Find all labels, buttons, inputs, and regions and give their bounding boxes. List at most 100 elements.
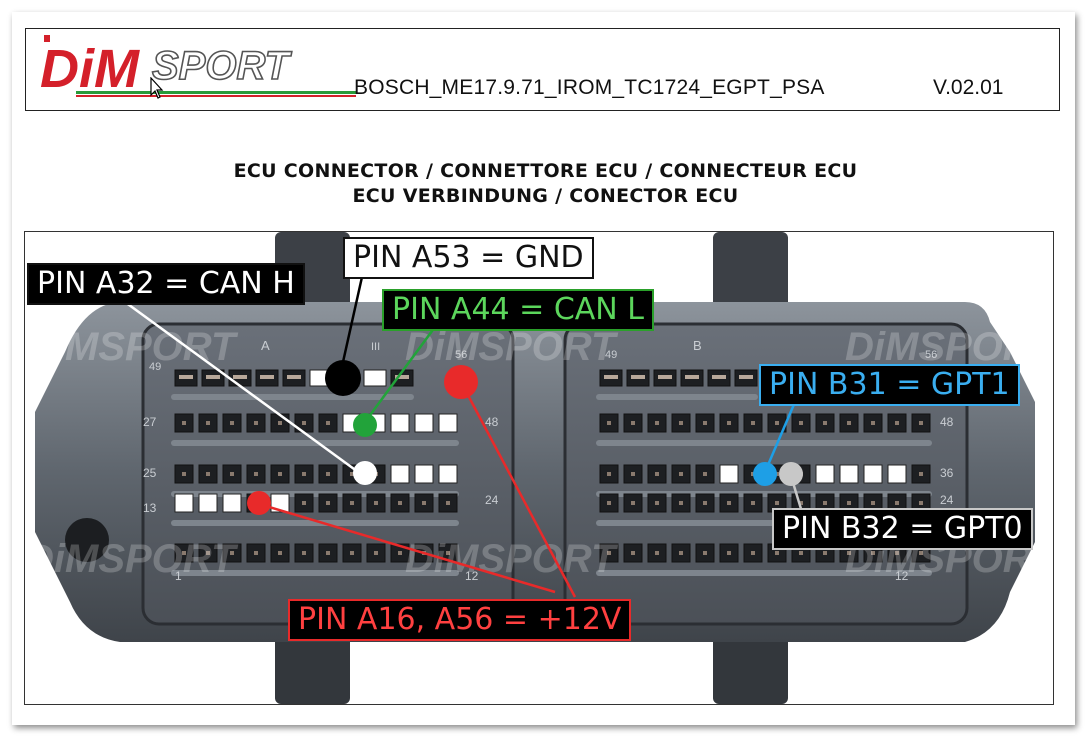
- pin-highlight-a: [363, 369, 387, 387]
- pin-contact-a-0-1: [206, 375, 220, 379]
- pin-contact-a-3-11: [446, 501, 450, 505]
- watermark-4: DiMSPORT: [405, 537, 619, 581]
- pin-contact-b-4-6: [751, 551, 755, 555]
- pin-number-a-12: 12: [465, 569, 479, 583]
- pin-marker-gpt0: [779, 462, 803, 486]
- pin-highlight-b: [887, 464, 907, 484]
- leader-gnd: [341, 276, 364, 363]
- pin-contact-a-4-9: [398, 551, 402, 555]
- row-separator: [171, 440, 459, 446]
- block-label-b: B: [693, 338, 702, 353]
- section-heading-line2: ECU VERBINDUNG / CONECTOR ECU: [352, 185, 739, 207]
- row-separator: [596, 570, 932, 576]
- pin-highlight-a: [390, 413, 410, 433]
- pin-contact-b-4-3: [679, 551, 683, 555]
- pin-number-a-13: 13: [143, 501, 157, 515]
- pin-contact-b-1-11: [871, 421, 875, 425]
- callout-can-h: PIN A32 = CAN H: [27, 263, 305, 305]
- pin-highlight-a: [438, 413, 458, 433]
- pin-contact-b-3-5: [727, 501, 731, 505]
- pin-highlight-a: [198, 493, 218, 513]
- pin-contact-b-3-7: [775, 501, 779, 505]
- pin-number-a-56: 56: [455, 349, 467, 361]
- pin-contact-b-0-3: [685, 375, 699, 379]
- pin-marker-power-a16: [247, 491, 271, 515]
- pin-contact-a-2-2: [230, 472, 234, 476]
- pin-contact-b-1-4: [703, 421, 707, 425]
- pin-contact-b-0-4: [712, 375, 726, 379]
- row-separator: [171, 570, 459, 576]
- pin-contact-a-3-10: [422, 501, 426, 505]
- pin-contact-b-4-0: [607, 551, 611, 555]
- row-separator: [171, 520, 459, 526]
- pin-contact-a-1-5: [302, 421, 306, 425]
- pin-highlight-a: [222, 493, 242, 513]
- pin-number-a-25: 25: [143, 466, 157, 480]
- pin-contact-a-0-8: [395, 375, 409, 379]
- pin-contact-b-1-0: [607, 421, 611, 425]
- pin-contact-b-1-1: [631, 421, 635, 425]
- pin-contact-b-3-9: [823, 501, 827, 505]
- pin-contact-b-4-12: [895, 551, 899, 555]
- pin-contact-b-3-2: [655, 501, 659, 505]
- pin-contact-a-4-8: [374, 551, 378, 555]
- pin-contact-b-4-9: [823, 551, 827, 555]
- callout-gpt0: PIN B32 = GPT0: [772, 508, 1033, 550]
- pin-contact-b-3-13: [919, 501, 923, 505]
- pin-contact-b-3-0: [607, 501, 611, 505]
- pin-number-a-49: 49: [149, 361, 161, 373]
- pin-number-b-36: 36: [940, 466, 954, 480]
- document-version: V.02.01: [933, 76, 1004, 99]
- pin-highlight-b: [815, 464, 835, 484]
- pin-marker-can-l: [353, 413, 377, 437]
- pin-contact-a-4-3: [254, 551, 258, 555]
- pin-contact-a-1-2: [230, 421, 234, 425]
- pin-contact-b-3-3: [679, 501, 683, 505]
- pin-number-b-56: 56: [925, 349, 937, 361]
- pin-contact-b-3-6: [751, 501, 755, 505]
- pin-contact-a-4-7: [350, 551, 354, 555]
- pin-contact-a-4-11: [446, 551, 450, 555]
- pin-contact-b-3-10: [847, 501, 851, 505]
- leader-gpt1: [763, 401, 797, 473]
- pin-contact-b-3-1: [631, 501, 635, 505]
- pin-contact-b-3-4: [703, 501, 707, 505]
- pin-contact-b-2-3: [679, 472, 683, 476]
- pin-contact-b-0-0: [604, 375, 618, 379]
- pin-contact-a-0-2: [233, 375, 247, 379]
- pin-contact-a-1-6: [326, 421, 330, 425]
- pin-contact-b-4-13: [919, 551, 923, 555]
- watermark-0: DiMSPORT: [25, 325, 239, 369]
- pin-contact-b-1-7: [775, 421, 779, 425]
- pin-marker-can-h: [353, 461, 377, 485]
- pin-contact-a-2-7: [350, 472, 354, 476]
- pin-contact-b-4-10: [847, 551, 851, 555]
- svg-text:SPORT: SPORT: [152, 44, 293, 88]
- callout-gpt1: PIN B31 = GPT1: [759, 364, 1020, 406]
- pin-contact-a-1-4: [278, 421, 282, 425]
- pin-number-b-12: 12: [895, 569, 909, 583]
- pin-number-a-iii: III: [371, 341, 380, 353]
- pin-contact-b-4-8: [799, 551, 803, 555]
- pin-contact-a-4-0: [182, 551, 186, 555]
- pin-contact-a-2-3: [254, 472, 258, 476]
- pin-contact-b-1-12: [895, 421, 899, 425]
- pin-contact-b-4-2: [655, 551, 659, 555]
- row-separator: [596, 440, 932, 446]
- pin-contact-b-1-8: [799, 421, 803, 425]
- pin-contact-a-4-5: [302, 551, 306, 555]
- pin-contact-b-3-8: [799, 501, 803, 505]
- pin-contact-b-0-5: [739, 375, 753, 379]
- pin-contact-a-3-9: [398, 501, 402, 505]
- block-label-a: A: [261, 338, 270, 353]
- pin-number-b-24: 24: [940, 493, 954, 507]
- pin-contact-a-3-8: [374, 501, 378, 505]
- pin-number-b-49: 49: [605, 349, 617, 361]
- pin-contact-a-2-0: [182, 472, 186, 476]
- pin-contact-b-1-3: [679, 421, 683, 425]
- pin-highlight-b: [719, 464, 739, 484]
- pin-contact-a-2-1: [206, 472, 210, 476]
- pin-contact-b-1-6: [751, 421, 755, 425]
- pin-contact-b-1-10: [847, 421, 851, 425]
- pin-highlight-a: [438, 464, 458, 484]
